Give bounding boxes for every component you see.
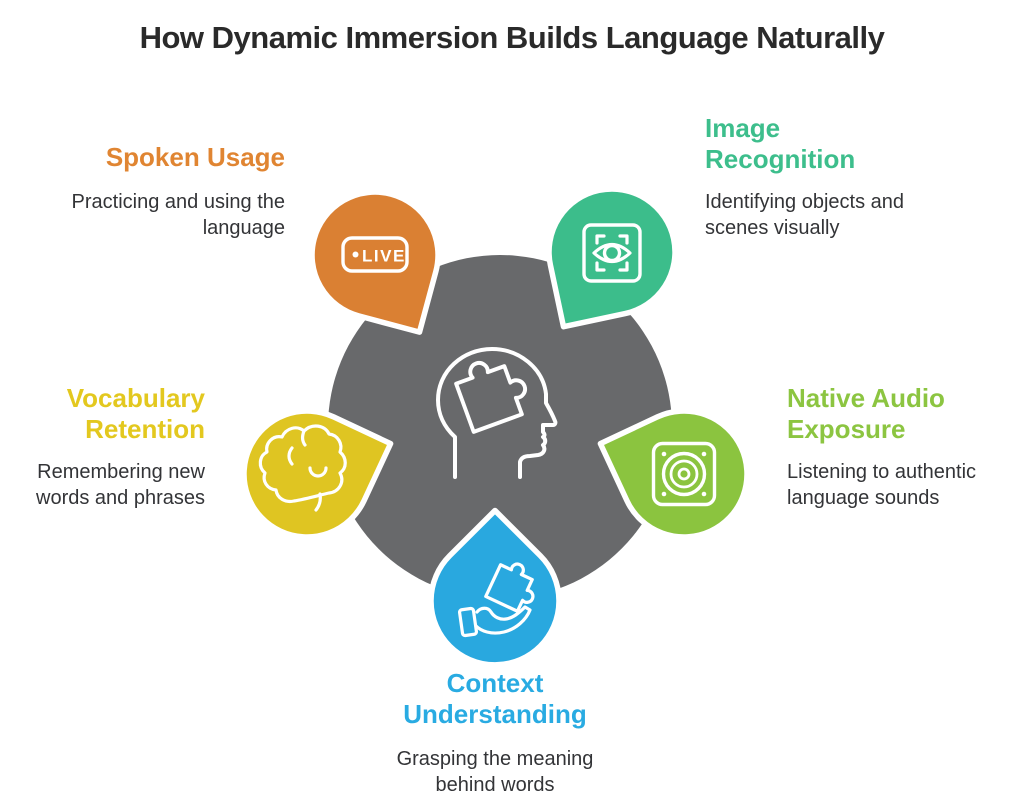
center-hub <box>328 255 672 599</box>
spoken-usage-description: Practicing and using the language <box>71 191 285 239</box>
context-understanding-description: Grasping the meaning behind words <box>396 748 594 796</box>
hand-holding-puzzle-icon <box>457 555 545 638</box>
petal-spoken-usage <box>309 189 441 335</box>
page-title: How Dynamic Immersion Builds Language Na… <box>139 20 885 55</box>
vocabulary-retention-heading: Vocabulary Retention <box>66 383 205 444</box>
petal-native-audio-exposure <box>597 408 750 540</box>
eye-scan-icon <box>582 223 642 283</box>
spoken-usage-heading: Spoken Usage <box>105 142 285 172</box>
petal-vocabulary-retention <box>241 408 394 540</box>
native-audio-exposure-description: Listening to authentic language sounds <box>787 461 977 509</box>
vocabulary-retention-description: Remembering new words and phrases <box>36 461 205 509</box>
speaker-icon <box>651 441 717 507</box>
live-badge-label: LIVE <box>362 247 406 266</box>
petal-image-recognition <box>546 186 678 330</box>
brain-icon <box>258 424 347 512</box>
head-with-puzzle-brain-icon <box>436 347 558 479</box>
image-recognition-heading: Image Recognition <box>705 113 856 174</box>
image-recognition-description: Identifying objects and scenes visually <box>705 191 905 239</box>
live-badge-icon: LIVE <box>341 236 409 273</box>
native-audio-exposure-heading: Native Audio Exposure <box>787 383 945 444</box>
context-understanding-heading: Context Understanding <box>403 668 587 729</box>
